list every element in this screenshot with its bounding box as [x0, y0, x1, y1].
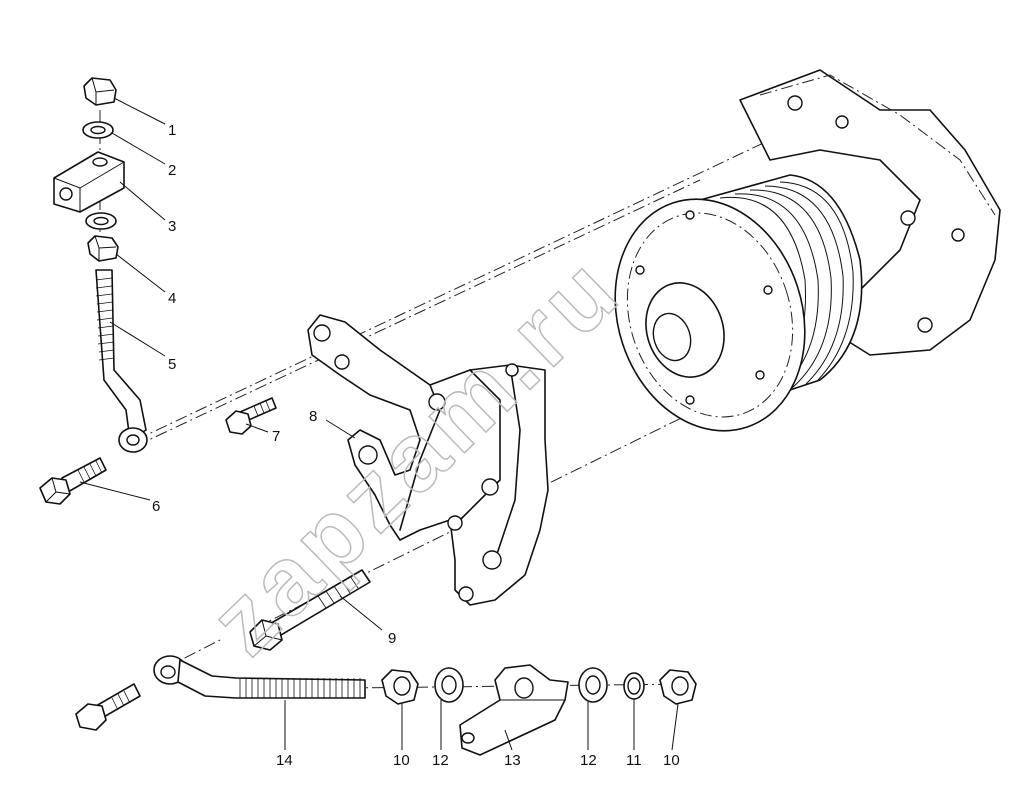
water-pump-assembly [614, 69, 1001, 432]
callout-5: 5 [168, 356, 176, 373]
callout-8: 8 [309, 408, 317, 425]
callout-10-right: 10 [663, 752, 680, 769]
callout-11: 11 [626, 752, 642, 769]
bolt-6 [39, 457, 107, 505]
lower-rod-14 [75, 655, 366, 731]
callout-12-right: 12 [580, 752, 597, 769]
watermark: zapzam.ru [190, 235, 641, 676]
callout-10-left: 10 [393, 752, 410, 769]
leader-lines [79, 97, 679, 751]
callout-1: 1 [168, 122, 176, 139]
bolt-7 [225, 397, 277, 435]
callout-3: 3 [168, 218, 176, 235]
callout-14: 14 [276, 752, 293, 769]
top-fastener-stack [53, 77, 148, 453]
callout-6: 6 [152, 498, 160, 515]
callout-13: 13 [504, 752, 521, 769]
callout-9: 9 [388, 630, 396, 647]
callout-labels: 1 2 3 4 5 6 7 8 9 14 10 12 13 12 11 10 [152, 122, 680, 769]
callout-7: 7 [272, 428, 280, 445]
callout-4: 4 [168, 290, 176, 307]
bolt-9 [249, 569, 371, 651]
callout-2: 2 [168, 162, 176, 179]
mounting-bracket [307, 314, 549, 606]
callout-12-left: 12 [432, 752, 449, 769]
lower-fastener-row [381, 664, 697, 756]
